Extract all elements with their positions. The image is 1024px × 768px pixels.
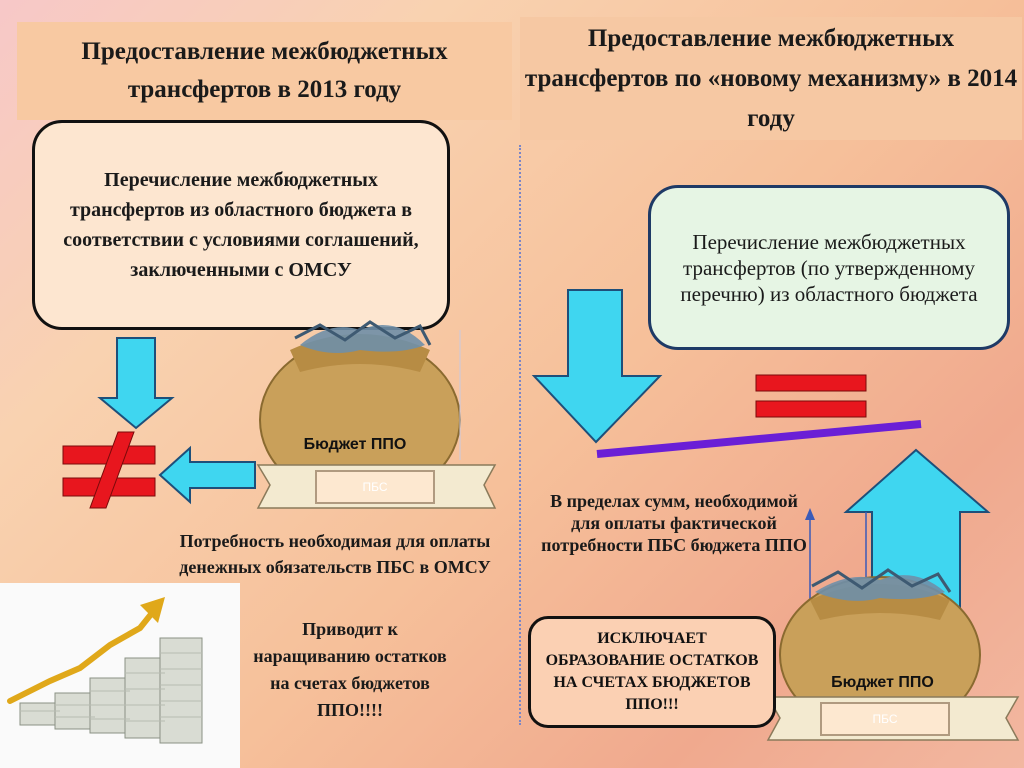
left-down-arrow bbox=[97, 337, 175, 430]
need-text: Потребность необходимая для оплаты денеж… bbox=[179, 531, 491, 577]
not-equal-icon bbox=[62, 431, 156, 509]
right-header-text: Предоставление межбюджетных трансфертов … bbox=[524, 24, 1018, 132]
money-stack-growth-image bbox=[0, 583, 240, 768]
money-stacks bbox=[19, 637, 203, 744]
left-transfer-text: Перечисление межбюджетных трансфертов из… bbox=[63, 169, 419, 281]
equal-icon bbox=[755, 374, 867, 418]
left-header: Предоставление межбюджетных трансфертов … bbox=[17, 22, 512, 120]
leads-to-text: Приводит к наращиванию остатков на счета… bbox=[253, 619, 447, 720]
section-divider bbox=[519, 145, 521, 725]
left-transfer-box: Перечисление межбюджетных трансфертов из… bbox=[32, 120, 450, 330]
left-header-text: Предоставление межбюджетных трансфертов … bbox=[81, 38, 448, 103]
excludes-box: ИСКЛЮЧАЕТ ОБРАЗОВАНИЕ ОСТАТКОВ НА СЧЕТАХ… bbox=[528, 616, 776, 728]
right-bag-tag: ПБС bbox=[820, 702, 950, 736]
within-limits-text: В пределах сумм, необходимой для оплаты … bbox=[541, 491, 807, 555]
right-down-arrow bbox=[531, 289, 663, 444]
left-bag-tag: ПБС bbox=[315, 470, 435, 504]
excludes-text: ИСКЛЮЧАЕТ ОБРАЗОВАНИЕ ОСТАТКОВ НА СЧЕТАХ… bbox=[545, 630, 759, 713]
right-header: Предоставление межбюджетных трансфертов … bbox=[520, 17, 1022, 140]
left-money-bag-icon bbox=[259, 320, 461, 503]
right-transfer-box: Перечисление межбюджетных трансфертов (п… bbox=[648, 185, 1010, 350]
right-bag-label: Бюджет ППО bbox=[831, 674, 934, 691]
right-money-bag-icon bbox=[779, 568, 981, 734]
left-bag-label: Бюджет ППО bbox=[303, 436, 407, 453]
left-arrow-from-bag bbox=[158, 445, 256, 505]
growth-arrow-icon bbox=[7, 610, 155, 704]
balance-bar bbox=[596, 420, 922, 458]
money-stack-graphic bbox=[7, 597, 203, 744]
right-transfer-text: Перечисление межбюджетных трансфертов (п… bbox=[680, 229, 978, 306]
